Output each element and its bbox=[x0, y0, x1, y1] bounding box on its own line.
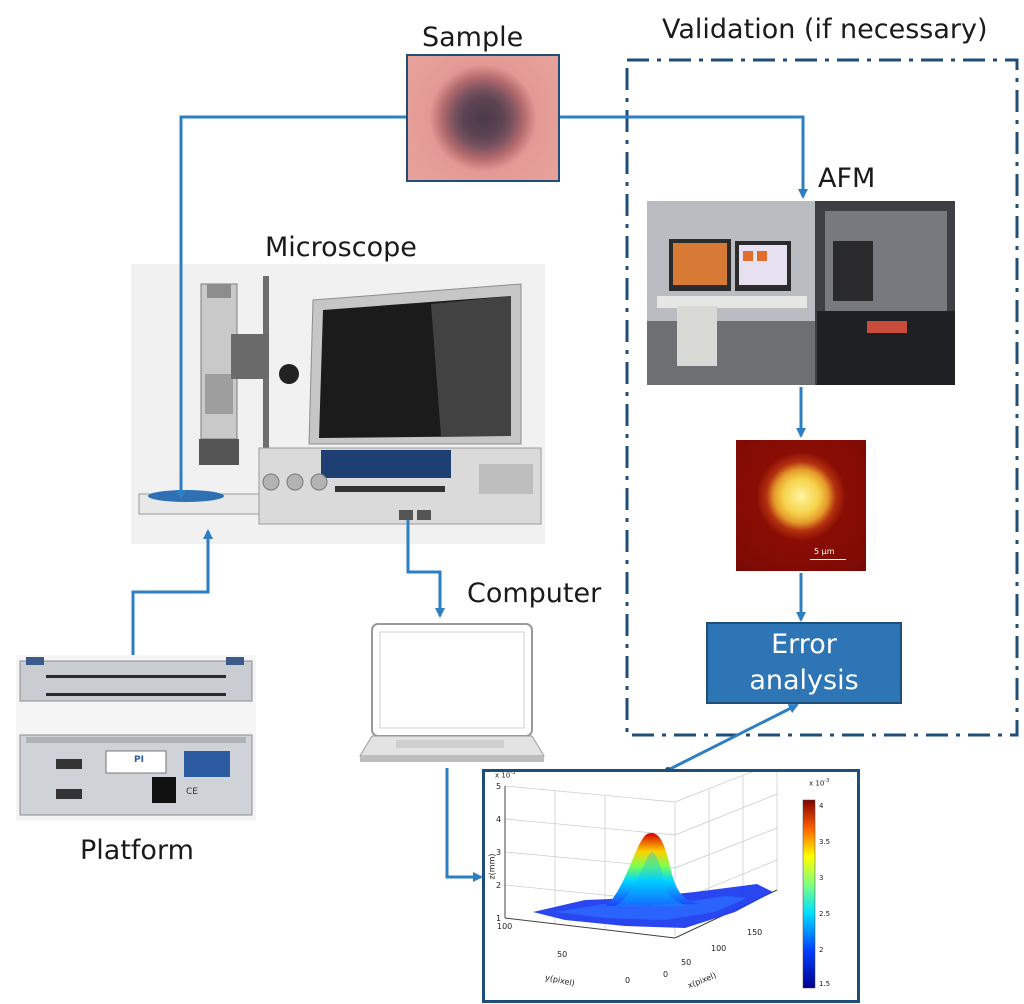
arrow-sample-to-afm bbox=[558, 115, 808, 199]
sample-label: Sample bbox=[422, 22, 524, 53]
microscope-label: Microscope bbox=[265, 232, 417, 263]
platform-label: Platform bbox=[80, 835, 194, 866]
z-tick: 3 bbox=[496, 848, 502, 857]
arrow-plot-to-error bbox=[667, 703, 799, 772]
surface-peak bbox=[605, 833, 699, 906]
platform-brand-label: PI bbox=[134, 755, 144, 765]
colorbar-tick: 3.5 bbox=[819, 838, 831, 846]
colorbar-exponent-power: -3 bbox=[824, 778, 830, 784]
colorbar-exponent: x 10-3 bbox=[809, 778, 829, 787]
error-analysis-box: Error analysis bbox=[706, 622, 902, 704]
platform-ce-label: CE bbox=[186, 787, 198, 797]
colorbar-tick: 3 bbox=[819, 874, 824, 882]
x-tick: 0 bbox=[663, 970, 669, 979]
error-analysis-line2: analysis bbox=[749, 665, 859, 696]
afm-label: AFM bbox=[818, 163, 876, 194]
colorbar-tick: 1.5 bbox=[819, 980, 831, 988]
colorbar-tick: 2.5 bbox=[819, 910, 831, 918]
z-tick: 2 bbox=[496, 881, 502, 890]
error-analysis-line1: Error bbox=[771, 629, 837, 660]
arrow-computer-to-plot bbox=[445, 768, 483, 882]
afm-height-image: 5 µm bbox=[736, 440, 866, 571]
colorbar-tick: 4 bbox=[819, 802, 824, 810]
x-tick: 100 bbox=[711, 944, 727, 953]
y-tick: 0 bbox=[625, 976, 631, 985]
z-exponent-base: x 10 bbox=[495, 771, 511, 780]
afm-scale-bar-label: 5 µm bbox=[814, 547, 835, 556]
arrow-platform-to-microscope bbox=[131, 529, 213, 655]
y-tick: 50 bbox=[557, 950, 568, 959]
colorbar-tick: 2 bbox=[819, 946, 824, 954]
colorbar bbox=[802, 799, 816, 989]
z-exponent: x 10-3 bbox=[495, 770, 516, 780]
z-exponent-power: -3 bbox=[510, 770, 516, 776]
z-axis-label: z(mm) bbox=[487, 853, 497, 880]
microscope-photo bbox=[131, 264, 545, 544]
z-tick: 4 bbox=[496, 815, 502, 824]
sample-image bbox=[406, 54, 560, 182]
x-tick: 50 bbox=[681, 958, 692, 967]
x-tick: 150 bbox=[747, 928, 763, 937]
z-tick: 1 bbox=[496, 914, 502, 923]
laptop-image bbox=[356, 620, 546, 768]
afm-photo bbox=[647, 201, 955, 385]
z-tick: 5 bbox=[496, 782, 502, 791]
computer-label: Computer bbox=[467, 578, 602, 609]
y-tick: 100 bbox=[497, 922, 513, 931]
colorbar-exponent-base: x 10 bbox=[809, 779, 825, 788]
afm-scale-bar bbox=[810, 559, 846, 560]
platform-device-image: PI CE bbox=[16, 655, 256, 821]
surface-plot: x 10-3 5 4 3 2 1 z(mm) 100 50 0 y(pixel)… bbox=[482, 769, 860, 1003]
validation-label: Validation (if necessary) bbox=[662, 14, 988, 45]
